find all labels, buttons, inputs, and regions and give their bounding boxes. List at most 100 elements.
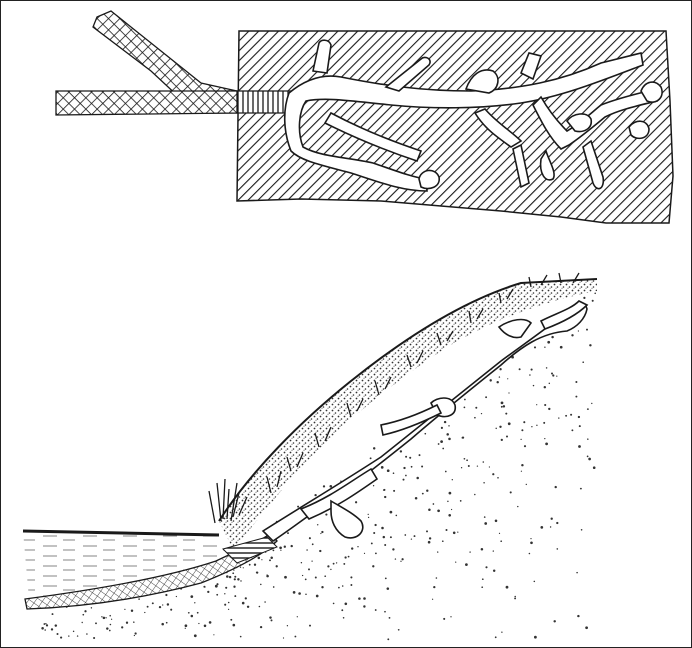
stipple-dot	[571, 334, 573, 336]
stipple-dot	[575, 381, 577, 383]
stipple-dot	[225, 587, 227, 589]
stipple-dot	[477, 465, 478, 466]
stipple-dot	[403, 467, 405, 469]
stipple-dot	[138, 598, 140, 600]
stipple-dot	[364, 553, 365, 554]
stipple-dot	[411, 466, 413, 468]
stipple-dot	[594, 293, 596, 295]
stipple-dot	[432, 599, 433, 600]
stipple-dot	[592, 300, 594, 302]
stipple-dot	[496, 381, 498, 383]
stipple-dot	[297, 506, 299, 508]
stipple-dot	[372, 565, 374, 567]
stipple-dot	[167, 603, 169, 605]
stipple-dot	[521, 429, 523, 431]
stipple-dot	[247, 606, 249, 608]
stipple-dot	[589, 344, 591, 346]
stipple-dot	[400, 561, 401, 562]
stipple-dot	[556, 548, 558, 550]
stipple-dot	[593, 466, 596, 469]
stipple-dot	[403, 479, 405, 481]
stipple-dot	[556, 522, 558, 524]
stipple-dot	[443, 618, 445, 620]
stipple-dot	[144, 612, 145, 613]
stipple-dot	[555, 486, 557, 488]
stipple-dot	[393, 472, 395, 474]
stipple-dot	[485, 566, 487, 568]
stipple-dot	[390, 511, 393, 514]
stipple-dot	[224, 593, 225, 594]
stipple-dot	[508, 392, 509, 393]
stipple-dot	[159, 606, 161, 608]
stipple-dot	[298, 592, 301, 595]
stipple-dot	[578, 330, 579, 331]
stipple-dot	[254, 564, 256, 566]
stipple-dot	[392, 548, 394, 550]
stipple-dot	[556, 375, 557, 376]
stipple-dot	[464, 399, 466, 401]
stipple-dot	[233, 624, 236, 627]
stipple-dot	[387, 469, 390, 472]
stipple-dot	[449, 492, 452, 495]
stipple-dot	[271, 619, 273, 621]
stipple-dot	[381, 527, 384, 530]
stipple-dot	[348, 556, 350, 558]
stipple-dot	[216, 583, 218, 585]
stipple-dot	[576, 572, 578, 574]
stipple-dot	[52, 613, 54, 615]
stipple-dot	[302, 575, 303, 576]
stipple-dot	[41, 627, 44, 630]
stipple-dot	[309, 537, 311, 539]
stipple-dot	[60, 637, 62, 639]
stipple-dot	[409, 457, 411, 459]
stipple-dot	[445, 471, 447, 473]
stipple-dot	[358, 597, 361, 600]
stipple-dot	[375, 609, 377, 611]
stipple-dot	[442, 448, 444, 450]
stipple-dot	[273, 586, 275, 588]
stipple-dot	[448, 425, 449, 426]
stipple-dot	[495, 636, 497, 638]
stipple-dot	[385, 578, 387, 580]
stipple-dot	[269, 616, 271, 618]
stipple-dot	[565, 415, 567, 417]
stipple-dot	[571, 429, 573, 431]
stipple-dot	[453, 532, 456, 535]
stipple-dot	[493, 570, 495, 572]
stipple-dot	[291, 545, 293, 547]
stipple-dot	[249, 564, 251, 566]
stipple-dot	[106, 627, 108, 629]
stipple-dot	[433, 503, 435, 505]
stipple-dot	[204, 625, 207, 628]
stipple-dot	[534, 346, 536, 348]
stipple-dot	[489, 466, 490, 467]
stipple-dot	[368, 514, 369, 515]
stipple-dot	[544, 346, 545, 347]
stipple-dot	[384, 544, 386, 546]
stipple-dot	[233, 586, 235, 588]
stipple-dot	[389, 617, 391, 619]
stipple-dot	[105, 617, 106, 618]
stipple-dot	[226, 575, 229, 578]
stipple-dot	[363, 597, 366, 600]
stipple-dot	[531, 426, 532, 427]
stipple-dot	[152, 602, 154, 604]
stipple-dot	[371, 542, 373, 544]
stipple-dot	[390, 536, 392, 538]
stipple-dot	[495, 520, 498, 523]
stipple-dot	[415, 497, 418, 500]
stipple-dot	[462, 437, 464, 439]
stipple-dot	[437, 551, 438, 552]
stipple-dot	[551, 372, 553, 374]
stipple-dot	[305, 593, 307, 595]
stipple-dot	[279, 546, 282, 549]
stipple-dot	[404, 534, 406, 536]
stipple-dot	[492, 473, 494, 475]
stipple-dot	[315, 576, 317, 578]
stipple-dot	[260, 584, 262, 586]
stipple-dot	[544, 404, 546, 406]
stipple-dot	[536, 404, 537, 405]
stipple-dot	[245, 597, 247, 599]
stipple-dot	[536, 425, 537, 426]
